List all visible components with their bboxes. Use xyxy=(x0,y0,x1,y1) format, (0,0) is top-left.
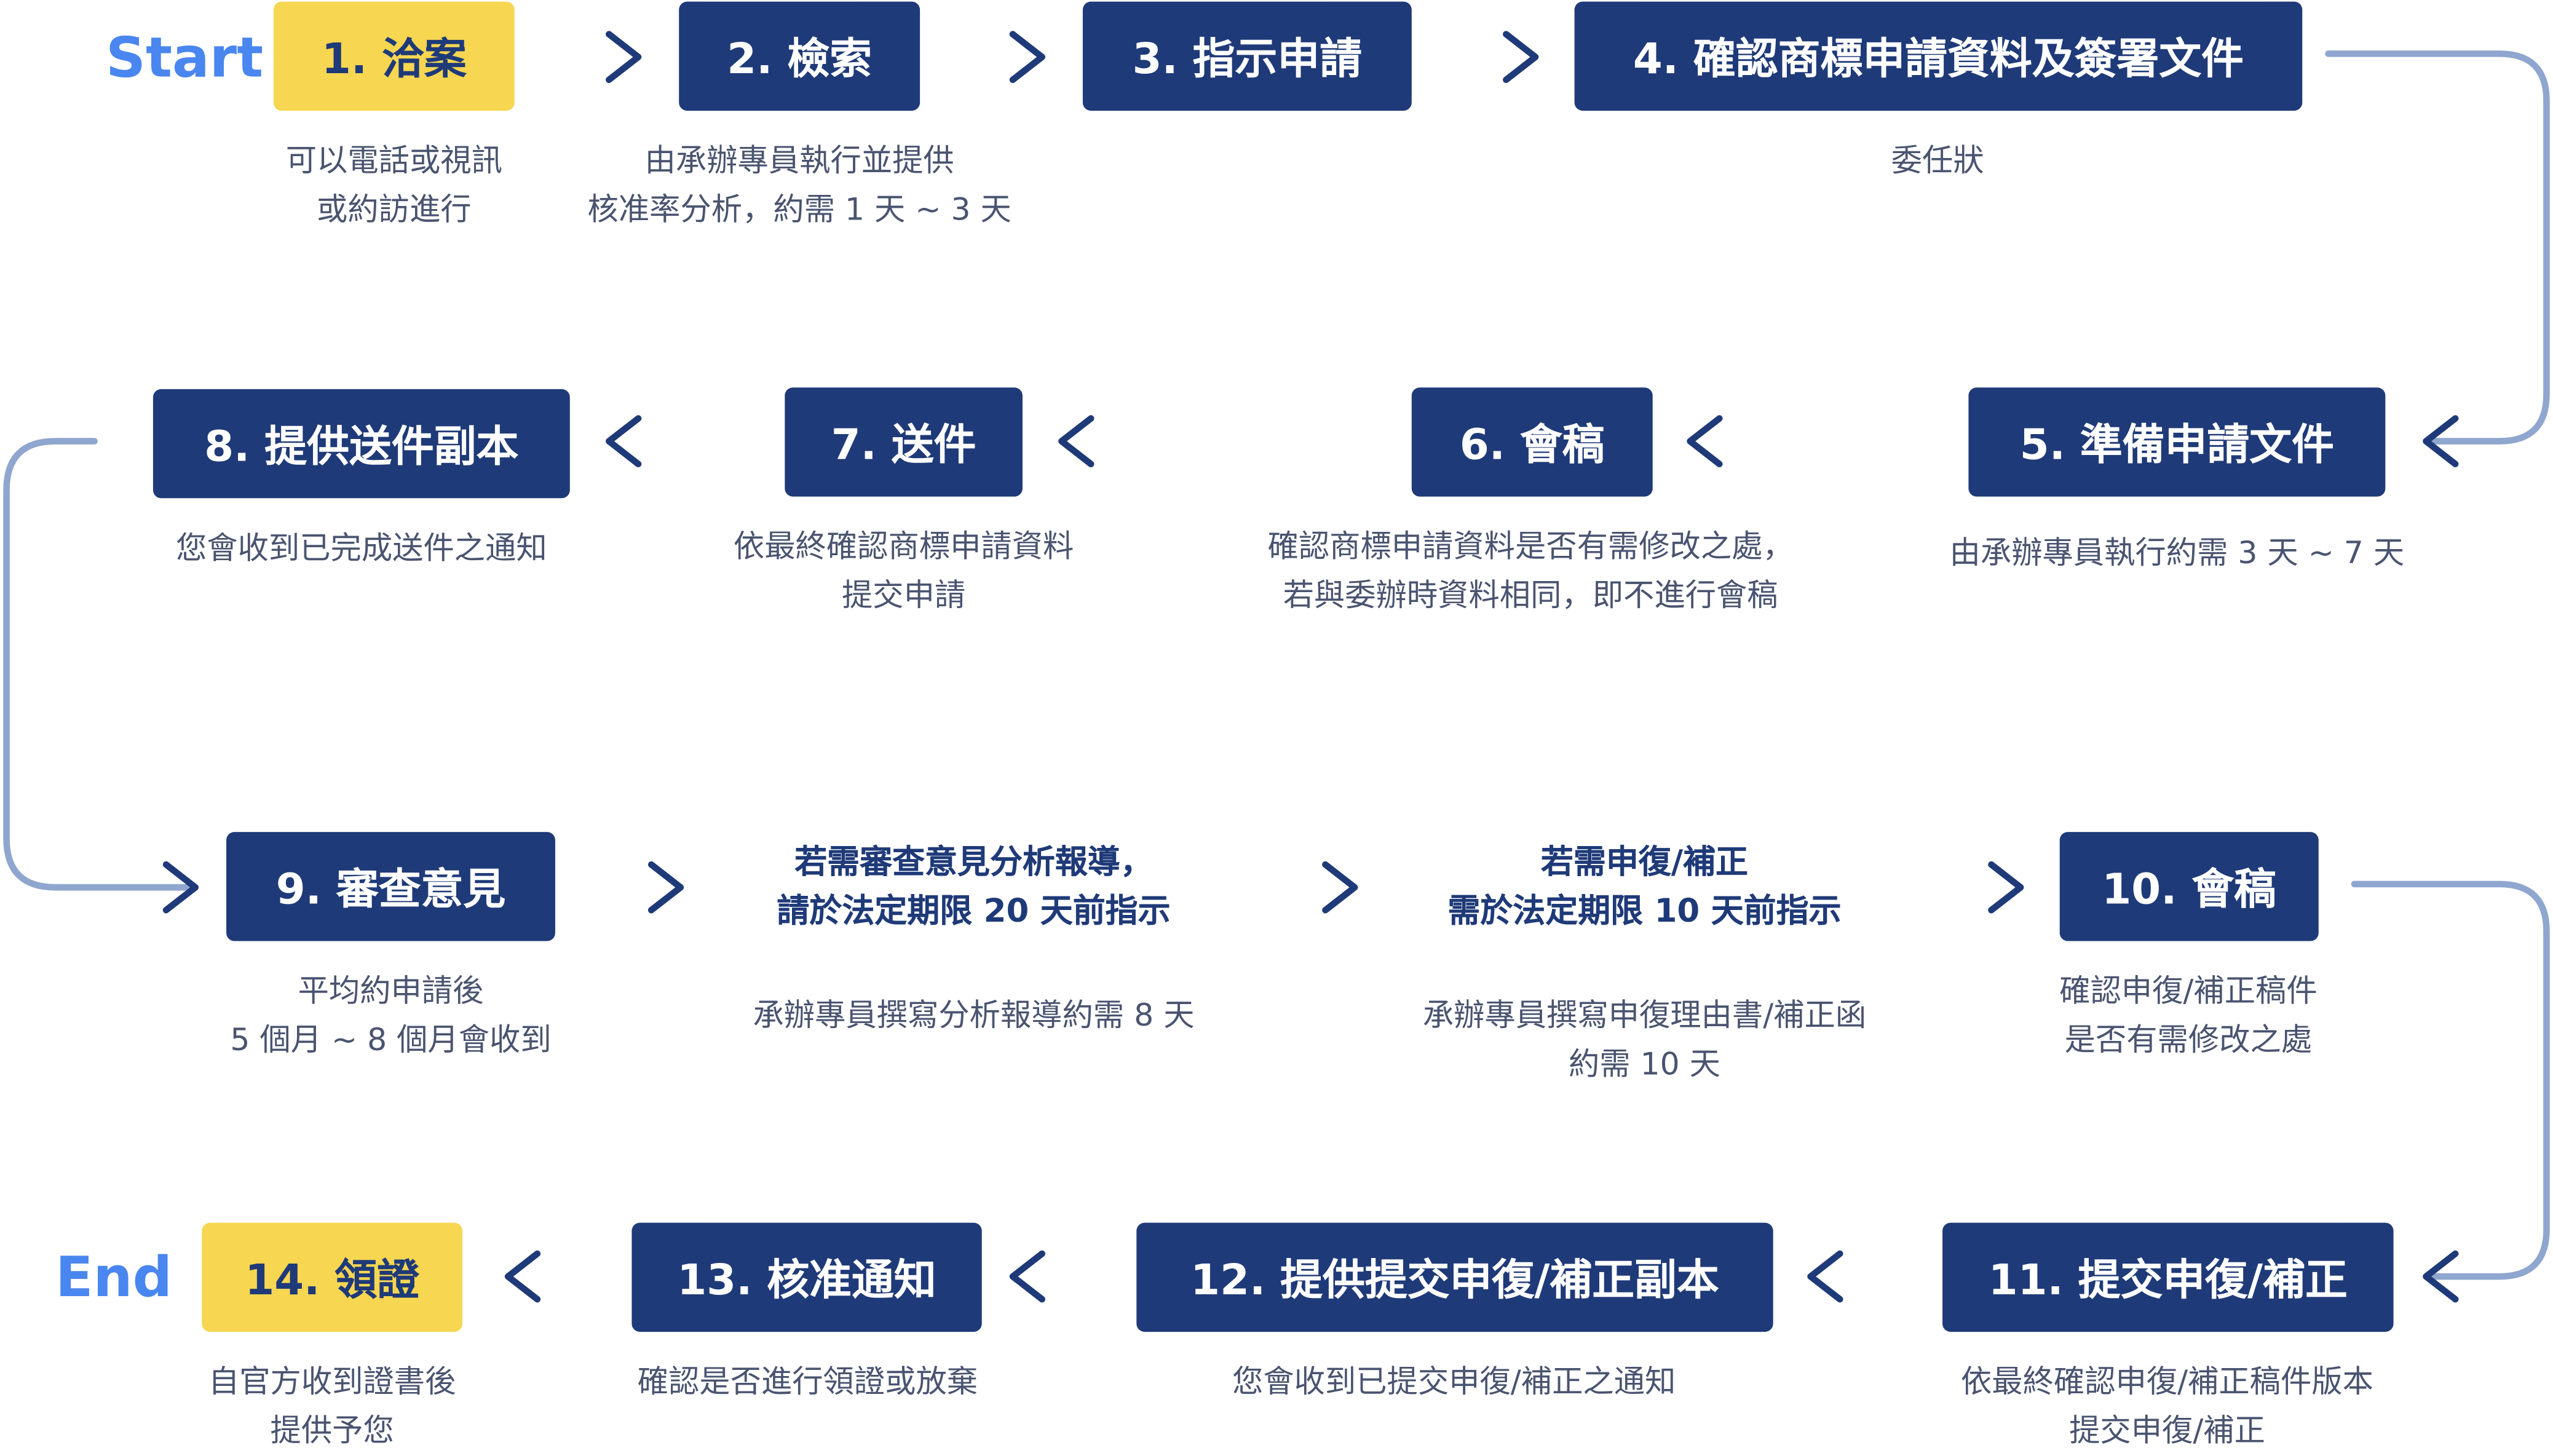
step-1-node: 1. 洽案 xyxy=(273,1,515,111)
analysis-report-description: 承辦專員撰寫分析報導約需 8 天 xyxy=(753,998,1195,1034)
step-12-node: 12. 提供提交申復/補正副本 xyxy=(1136,1222,1773,1332)
step-11-description: 依最終確認申復/補正稿件版本提交申復/補正 xyxy=(1960,1364,2373,1449)
arrow-4-to-5 xyxy=(2325,50,2550,467)
arrow-11-to-12 xyxy=(1807,1250,1915,1303)
step-1-description: 可以電話或視訊或約訪進行 xyxy=(285,143,502,228)
arrow-analysis-to-response xyxy=(1252,861,1358,914)
arrow-3-to-4 xyxy=(1431,31,1539,84)
start-label: Start xyxy=(106,26,264,92)
arrow-10-to-11 xyxy=(2351,880,2550,1303)
step-2-description: 由承辦專員執行並提供核准率分析，約需 1 天 ~ 3 天 xyxy=(587,143,1011,228)
step-2-node: 2. 檢索 xyxy=(679,1,920,111)
analysis-report-instruction: 若需審查意見分析報導，請於法定期限 20 天前指示 xyxy=(777,842,1171,930)
step-14-description: 自官方收到證書後提供予您 xyxy=(208,1364,456,1449)
arrow-9-to-analysis xyxy=(579,861,684,914)
step-10-description: 確認申復/補正稿件是否有需修改之處 xyxy=(2059,973,2317,1059)
arrow-response-to-10 xyxy=(1919,861,2024,914)
step-12-description: 您會收到已提交申復/補正之通知 xyxy=(1232,1364,1676,1401)
end-label: End xyxy=(55,1245,173,1311)
step-5-description: 由承辦專員執行約需 3 天 ~ 7 天 xyxy=(1949,536,2405,572)
step-8-description: 您會收到已完成送件之通知 xyxy=(175,531,547,567)
step-9-node: 9. 審查意見 xyxy=(226,832,555,941)
arrow-6-to-7 xyxy=(1058,415,1391,467)
step-7-description: 依最終確認商標申請資料提交申請 xyxy=(733,529,1074,614)
step-3-node: 3. 指示申請 xyxy=(1082,1,1412,111)
response-correction-description: 承辦專員撰寫申復理由書/補正函約需 10 天 xyxy=(1422,998,1867,1083)
arrow-5-to-6 xyxy=(1687,415,1946,467)
response-correction-instruction: 若需申復/補正需於法定期限 10 天前指示 xyxy=(1447,842,1842,930)
step-6-description: 確認商標申請資料是否有需修改之處，若與委辦時資料相同，即不進行會稿 xyxy=(1267,529,1794,614)
arrow-8-to-9 xyxy=(3,438,199,914)
step-10-node: 10. 會稿 xyxy=(2059,832,2319,941)
step-11-node: 11. 提交申復/補正 xyxy=(1942,1222,2394,1332)
step-14-node: 14. 領證 xyxy=(202,1222,463,1332)
arrow-13-to-14 xyxy=(504,1250,609,1303)
arrow-12-to-13 xyxy=(1009,1250,1114,1303)
step-5-node: 5. 準備申請文件 xyxy=(1968,387,2386,497)
step-4-description: 委任狀 xyxy=(1891,143,1984,180)
step-4-node: 4. 確認商標申請資料及簽署文件 xyxy=(1574,1,2303,111)
step-13-node: 13. 核准通知 xyxy=(631,1222,982,1332)
arrow-2-to-3 xyxy=(938,31,1046,84)
step-7-node: 7. 送件 xyxy=(785,387,1023,497)
step-6-node: 6. 會稿 xyxy=(1411,387,1653,497)
arrow-1-to-2 xyxy=(534,31,642,84)
step-8-node: 8. 提供送件副本 xyxy=(152,389,570,499)
arrow-7-to-8 xyxy=(606,415,762,467)
step-13-description: 確認是否進行領證或放棄 xyxy=(637,1364,978,1401)
